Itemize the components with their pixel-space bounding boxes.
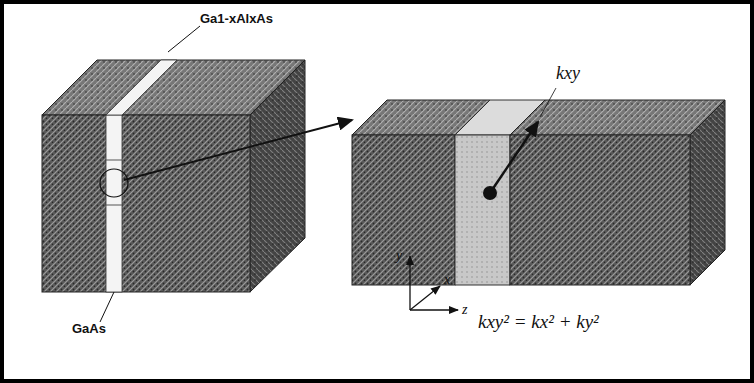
axis-label: x xyxy=(444,272,450,287)
wavevector-label: kxy xyxy=(556,64,580,84)
axis-label: y xyxy=(396,248,402,263)
axis-label: z xyxy=(462,302,467,317)
equation: kxy² = kx² + ky² xyxy=(478,312,599,333)
material-label: Ga1-xAlxAs xyxy=(200,12,273,26)
material-label: GaAs xyxy=(72,322,106,336)
